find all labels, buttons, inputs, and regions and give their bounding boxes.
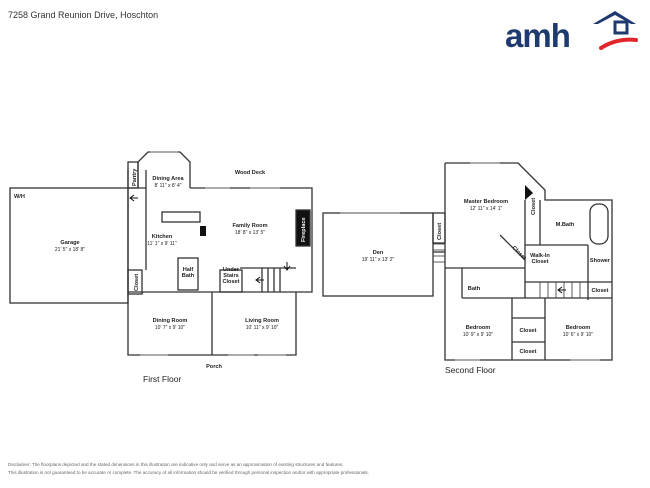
second-floor-title: Second Floor <box>445 365 496 375</box>
bedroom-right-label: Bedroom <box>566 325 591 331</box>
den-label: Den <box>373 250 384 256</box>
mid-closet-label: Closet <box>519 328 536 334</box>
fireplace-label: Fireplace <box>301 217 307 242</box>
wood-deck-label: Wood Deck <box>235 170 266 176</box>
dining-area-dims: 8' 11" x 8' 4" <box>154 183 181 189</box>
right-closet-label: Closet <box>591 288 608 294</box>
second-floor-windows <box>340 162 600 361</box>
disclaimer-line-2: This illustration is not guaranteed to b… <box>8 470 369 475</box>
mbath-label: M.Bath <box>556 222 575 228</box>
living-room-label: Living Room <box>245 318 279 324</box>
den-dims: 19' 11" x 13' 2" <box>362 257 395 263</box>
kitchen-label: Kitchen <box>152 234 173 240</box>
porch-label: Porch <box>206 364 222 370</box>
garage-label: Garage <box>60 240 79 246</box>
family-room-dims: 18' 8" x 13' 5" <box>235 230 265 236</box>
shower-label: Shower <box>590 258 611 264</box>
property-address: 7258 Grand Reunion Drive, Hoschton <box>8 10 159 20</box>
bedroom-left-label: Bedroom <box>466 325 491 331</box>
dining-room-dims: 10' 7" x 9' 10" <box>155 325 185 331</box>
master-bedroom-dims: 12' 11" x 14' 1" <box>470 206 503 212</box>
first-floor-walls <box>9 151 313 356</box>
wh-label: W/H <box>14 194 25 200</box>
garage-dims: 21' 5" x 18' 8" <box>55 247 85 253</box>
den-closet-label: Closet <box>437 223 443 240</box>
first-floor-closet-label: Closet <box>134 274 140 291</box>
kitchen-dims: 11' 1" x 9' 11" <box>147 241 177 247</box>
stair-arrows <box>129 194 566 294</box>
first-floor-title: First Floor <box>143 374 182 384</box>
dining-area-label: Dining Area <box>152 176 184 182</box>
bottom-closet-label: Closet <box>519 349 536 355</box>
house-roof-icon <box>593 11 638 50</box>
bedroom-left-dims: 10' 9" x 9' 10" <box>463 332 493 338</box>
corner-chimney-mark <box>525 185 533 200</box>
first-floor-windows <box>140 151 286 356</box>
first-floor-fixtures <box>200 226 206 236</box>
disclaimer-line-1: Disclaimer: The floorplans depicted and … <box>8 462 344 467</box>
pantry-label: Pantry <box>132 168 138 186</box>
dining-room-label: Dining Room <box>153 318 188 324</box>
master-bedroom-label: Master Bedroom <box>464 199 508 205</box>
family-room-label: Family Room <box>232 223 267 229</box>
bedroom-right-dims: 10' 6" x 9' 10" <box>563 332 593 338</box>
logo-text: amh <box>505 17 571 54</box>
bath-label: Bath <box>468 286 481 292</box>
amh-logo: amh <box>505 10 640 52</box>
disclaimer: Disclaimer: The floorplans depicted and … <box>8 461 608 477</box>
master-closet-label: Closet <box>531 198 537 215</box>
living-room-dims: 10' 11" x 9' 10" <box>246 325 279 331</box>
